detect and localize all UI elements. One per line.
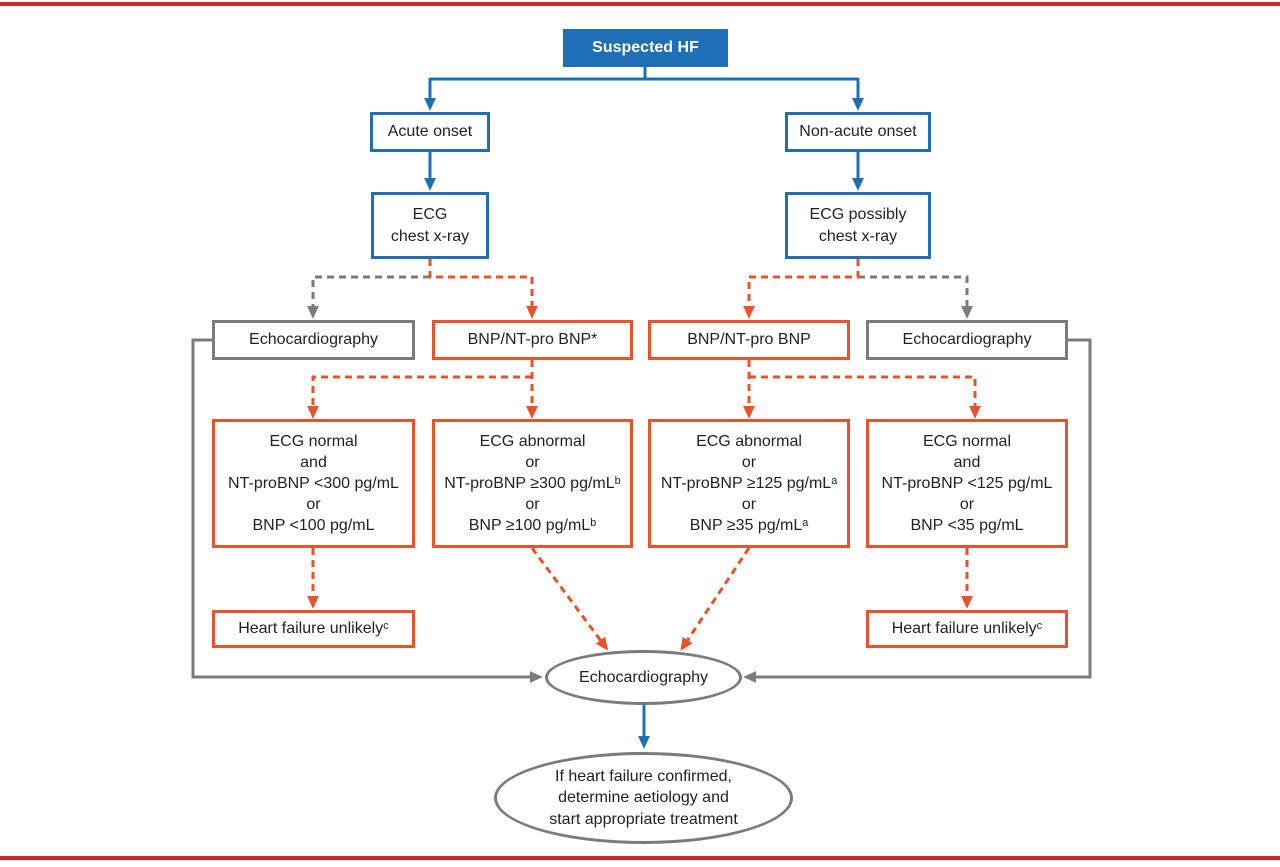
node-ecg-chest-xray: ECG chest x-ray [371,192,489,259]
node-criteria-acute-unlikely: ECG normal and NT-proBNP <300 pg/mL or B… [212,419,415,548]
node-criteria-non-acute-likely: ECG abnormal or NT-proBNP ≥125 pg/mLᵃ or… [648,419,850,548]
node-criteria-non-acute-unlikely: ECG normal and NT-proBNP <125 pg/mL or B… [866,419,1068,548]
node-outcome: If heart failure confirmed, determine ae… [494,752,793,844]
node-acute-onset: Acute onset [370,112,490,152]
node-hf-unlikely-left: Heart failure unlikelyᶜ [212,610,415,648]
node-hf-unlikely-right: Heart failure unlikelyᶜ [866,610,1068,648]
node-bnp-non-acute: BNP/NT-pro BNP [648,320,850,360]
node-ecg-possibly-chest-xray: ECG possibly chest x-ray [785,192,931,259]
top-rule [0,2,1280,6]
node-echocardiography-left: Echocardiography [212,320,415,360]
node-echocardiography-right: Echocardiography [866,320,1068,360]
node-echocardiography-final: Echocardiography [545,650,742,705]
bottom-rule [0,856,1280,860]
node-suspected-hf: Suspected HF [563,29,728,67]
node-bnp-acute: BNP/NT-pro BNP* [432,320,633,360]
blue-solid-arrows [424,67,864,749]
gray-dashed-arrows [307,275,973,319]
node-criteria-acute-likely: ECG abnormal or NT-proBNP ≥300 pg/mLᵇ or… [432,419,633,548]
node-non-acute-onset: Non-acute onset [785,112,931,152]
